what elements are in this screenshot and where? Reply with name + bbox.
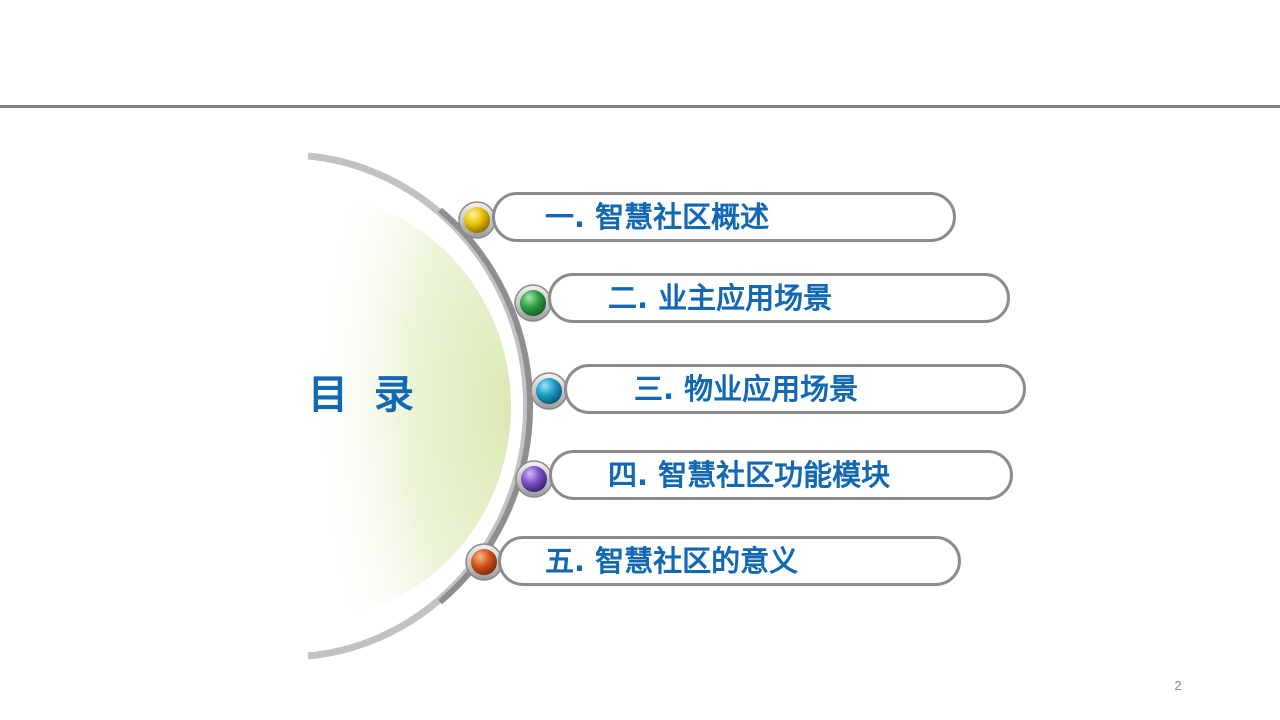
toc-item-3[interactable]: 三. 物业应用场景 — [564, 364, 1026, 414]
toc-item-5[interactable]: 五. 智慧社区的意义 — [498, 536, 961, 586]
toc-item-2[interactable]: 二. 业主应用场景 — [548, 273, 1010, 323]
bullet-ball-5 — [465, 543, 503, 581]
toc-item-label: 三. 物业应用场景 — [634, 372, 859, 406]
page-number: 2 — [1174, 678, 1182, 693]
bullet-ball-4 — [515, 460, 553, 498]
toc-item-label: 四. 智慧社区功能模块 — [608, 458, 891, 492]
glow-half-disc — [308, 195, 511, 619]
outer-arc — [307, 152, 531, 660]
toc-item-1[interactable]: 一. 智慧社区概述 — [492, 192, 956, 242]
toc-item-label: 一. 智慧社区概述 — [545, 200, 770, 234]
toc-item-label: 五. 智慧社区的意义 — [545, 544, 799, 578]
toc-item-label: 二. 业主应用场景 — [608, 281, 833, 315]
toc-title: 目 录 — [308, 372, 420, 418]
bullet-ball-3 — [530, 372, 568, 410]
header-divider — [0, 105, 1280, 108]
bullet-ball-2 — [514, 284, 552, 322]
bullet-ball-1 — [458, 201, 496, 239]
toc-item-4[interactable]: 四. 智慧社区功能模块 — [549, 450, 1013, 500]
